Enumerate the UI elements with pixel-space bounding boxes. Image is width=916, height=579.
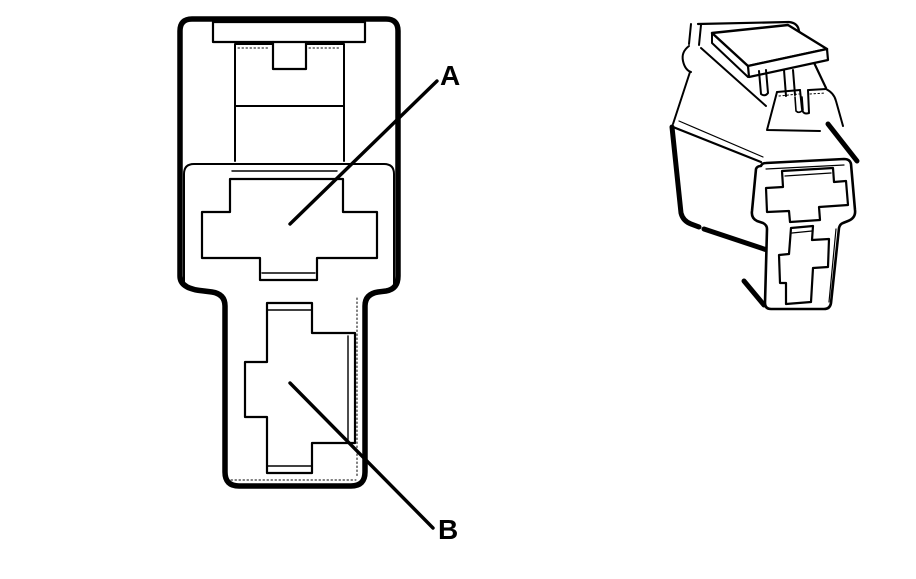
iso-side-rail-hook [681,45,692,73]
cavity-a [200,177,379,282]
callout-label-b: B [438,514,459,545]
iso-bottom-left-edge-thick [701,226,773,254]
iso-front-face-right-companion [828,228,837,303]
iso-cavity-a-bar [784,172,832,177]
iso-side-face-top-companion [678,120,764,158]
iso-catch-block-edges [766,88,844,132]
iso-catch-block-stipple [778,92,826,97]
cavity-b-detail-lines [267,309,349,467]
iso-side-face-top-edge [671,125,763,164]
iso-front-face-outline [750,157,857,311]
iso-left-edge-thick [669,124,702,230]
connector-perspective-view [669,20,860,311]
iso-latch-plate-side [711,32,749,78]
iso-rear-verticals [688,23,702,46]
callout-label-a: A [440,60,461,91]
iso-cavity-b [777,224,831,306]
iso-cavity-b-bar [791,230,813,234]
inner-box [234,43,345,162]
latch-button [271,40,308,71]
iso-left-upper-edge [672,71,691,125]
leader-line-a [288,79,439,226]
iso-catch-block-strips [776,88,827,93]
connector-face-view [177,16,401,489]
iso-latch-plate-front [746,47,830,79]
iso-front-face-top-companion [765,164,845,170]
cavity-b-stipple [230,297,358,481]
inner-shell [183,163,395,286]
iso-rear-wall-edge [700,47,767,107]
housing-outline [177,16,401,489]
callout-leaders [288,79,439,530]
iso-latch-post-1 [758,69,769,97]
iso-lower-left-edge-thick [741,278,767,308]
iso-cavity-a [764,166,850,224]
iso-catch-notch [799,89,810,115]
leader-line-b [288,381,435,530]
cavity-b [243,301,357,475]
iso-latch-hook-tip [794,96,804,114]
iso-top-right-edge-thick [825,121,860,164]
top-tab [211,20,367,44]
